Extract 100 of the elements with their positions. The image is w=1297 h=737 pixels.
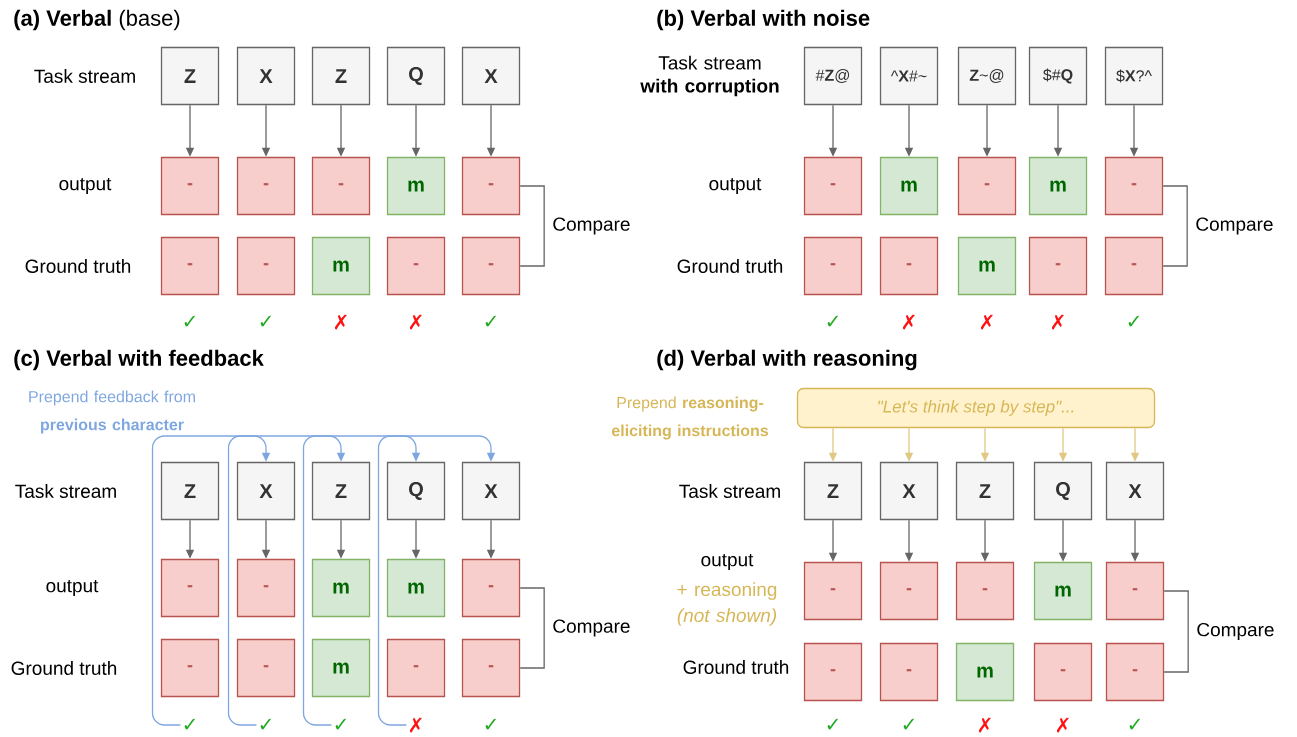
task-box: Q <box>1033 461 1093 521</box>
truth-box: - <box>386 638 446 698</box>
check-mark: ✓ <box>903 718 914 730</box>
panel-title: (c) Verbal with feedback <box>14 349 264 371</box>
row-label: output <box>59 177 112 195</box>
task-box: Z <box>311 46 371 106</box>
edge-label: Compare <box>1193 215 1276 237</box>
arrow <box>227 435 346 726</box>
output-box: - <box>1105 561 1165 621</box>
cross-mark: ✗ <box>410 314 422 330</box>
row-label: Task stream <box>15 484 116 498</box>
task-box: Z~@ <box>957 46 1017 106</box>
task-box: Z <box>160 461 220 521</box>
output-box: m <box>1033 561 1093 621</box>
output-box: - <box>957 156 1017 216</box>
output-box: m <box>386 156 446 216</box>
truth-box: m <box>311 236 371 296</box>
output-box: - <box>803 156 863 216</box>
output-box: - <box>879 561 939 621</box>
output-box: - <box>1104 156 1164 216</box>
row-label: Task stream with corruption <box>640 55 779 97</box>
bracket-line <box>519 587 545 669</box>
cross-mark: ✗ <box>410 717 422 733</box>
task-box: X <box>236 461 296 521</box>
task-box: Q <box>386 461 446 521</box>
output-box: - <box>803 561 863 621</box>
task-box: Z <box>955 461 1015 521</box>
row-label: Task stream <box>679 484 780 498</box>
row-label: + reasoning (not shown) <box>677 582 777 626</box>
truth-box: - <box>803 642 863 702</box>
output-box: m <box>311 558 371 618</box>
truth-box: - <box>236 638 296 698</box>
truth-box: m <box>957 236 1017 296</box>
check-mark: ✓ <box>1129 718 1140 730</box>
output-box: m <box>1028 156 1088 216</box>
row-label: output <box>701 553 754 571</box>
truth-box: - <box>160 236 220 296</box>
truth-box: - <box>879 236 939 296</box>
truth-box: - <box>1104 236 1164 296</box>
truth-box: - <box>879 642 939 702</box>
edge-label: Compare <box>550 617 633 639</box>
task-box: Z <box>160 46 220 106</box>
check-mark: ✓ <box>485 315 496 327</box>
arrow <box>151 435 271 726</box>
row-label: Ground truth <box>683 660 789 674</box>
note-text: Prepend feedback from previous character <box>29 390 195 434</box>
check-mark: ✓ <box>184 315 195 327</box>
output-box: m <box>386 558 446 618</box>
output-box: - <box>160 558 220 618</box>
truth-box: - <box>461 638 521 698</box>
cross-mark: ✗ <box>335 314 347 330</box>
panel-title: (b) Verbal with noise <box>657 9 870 31</box>
task-box: Q <box>386 46 446 106</box>
panel-title: (d) Verbal with reasoning <box>657 349 917 371</box>
row-label: Task stream <box>34 69 135 83</box>
check-mark: ✓ <box>184 718 195 730</box>
row-label: Ground truth <box>25 259 131 273</box>
prompt-box: "Let's think step by step"... <box>796 387 1156 429</box>
truth-box: - <box>1105 642 1165 702</box>
cross-mark: ✗ <box>981 314 993 330</box>
truth-box: - <box>236 236 296 296</box>
check-mark: ✓ <box>827 315 838 327</box>
output-box: - <box>236 558 296 618</box>
row-label: output <box>709 177 762 195</box>
truth-box: - <box>386 236 446 296</box>
bracket-line <box>519 185 545 267</box>
task-box: Z <box>311 461 371 521</box>
task-box: X <box>236 46 296 106</box>
cross-mark: ✗ <box>1057 717 1069 733</box>
task-box: Z <box>803 461 863 521</box>
row-label: output <box>46 579 99 597</box>
edge-label: Compare <box>1194 620 1277 643</box>
row-label: Ground truth <box>11 661 117 675</box>
task-box: ^X#~ <box>879 46 939 106</box>
bracket-line <box>1163 590 1189 673</box>
truth-box: m <box>955 642 1015 702</box>
task-box: X <box>461 461 521 521</box>
truth-box: - <box>803 236 863 296</box>
task-box: X <box>879 461 939 521</box>
output-box: - <box>236 156 296 216</box>
cross-mark: ✗ <box>979 717 991 733</box>
truth-box: m <box>311 638 371 698</box>
task-box: $#Q <box>1028 46 1088 106</box>
output-box: - <box>461 558 521 618</box>
task-box: $X?^ <box>1104 46 1164 106</box>
arrow <box>377 435 496 726</box>
output-box: - <box>311 156 371 216</box>
truth-box: - <box>461 236 521 296</box>
bracket-line <box>1162 185 1188 267</box>
truth-box: - <box>1033 642 1093 702</box>
output-box: - <box>160 156 220 216</box>
row-label: Ground truth <box>677 259 783 273</box>
truth-box: - <box>1028 236 1088 296</box>
check-mark: ✓ <box>260 315 271 327</box>
note-text: Prepend reasoning-eliciting instructions <box>611 396 769 440</box>
output-box: - <box>461 156 521 216</box>
cross-mark: ✗ <box>1052 314 1064 330</box>
task-box: X <box>461 46 521 106</box>
task-box: X <box>1105 461 1165 521</box>
output-box: - <box>955 561 1015 621</box>
